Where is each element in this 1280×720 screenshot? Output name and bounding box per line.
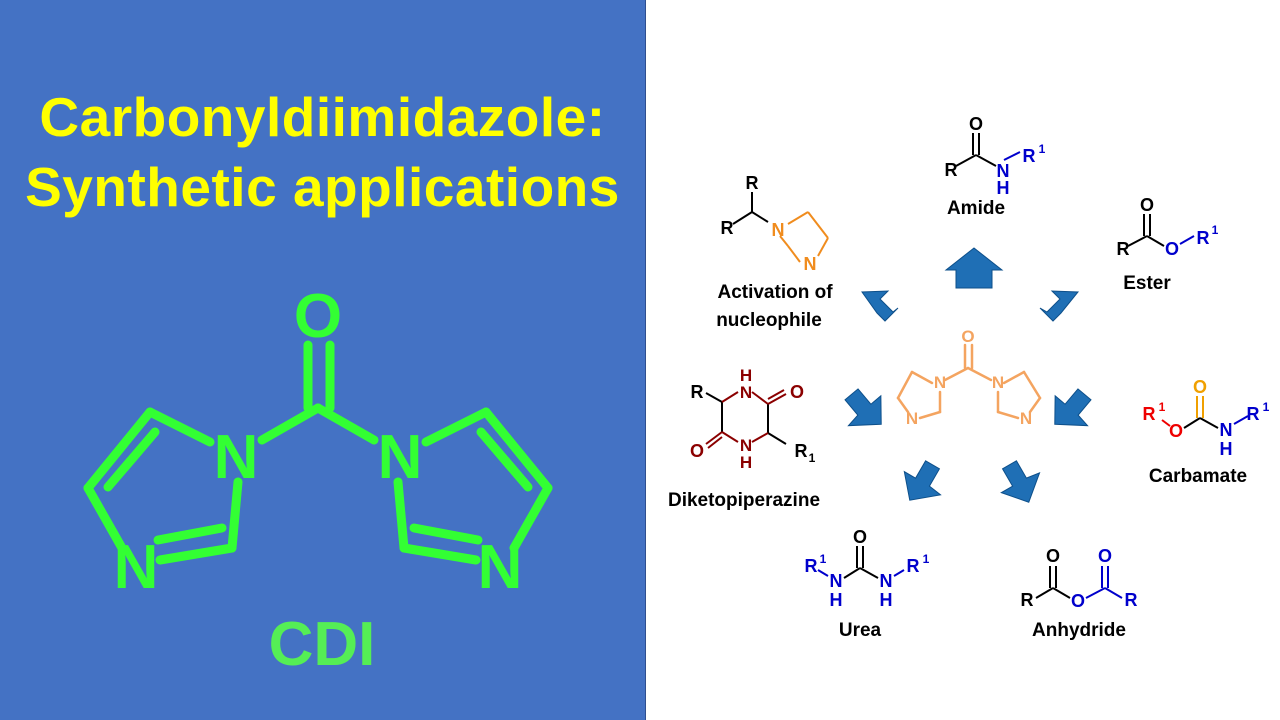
cdi-structure: O N N N N CDI: [83, 282, 553, 679]
svg-text:N: N: [772, 220, 785, 240]
panel-divider: [645, 0, 646, 720]
svg-text:R: R: [1023, 146, 1036, 166]
svg-text:R: R: [795, 441, 808, 461]
svg-text:R: R: [1247, 404, 1260, 424]
ester-structure: O R O R 1: [1117, 195, 1219, 259]
center-cdi-nitrogen-left-ring: N: [906, 409, 918, 428]
urea-structure: O R 1 N H N H R 1: [805, 527, 930, 610]
svg-text:1: 1: [1039, 142, 1046, 156]
diketopiperazine-label: Diketopiperazine: [668, 490, 820, 511]
svg-text:R: R: [805, 556, 818, 576]
svg-text:1: 1: [923, 552, 930, 566]
svg-text:H: H: [740, 366, 752, 385]
svg-text:O: O: [1046, 546, 1060, 566]
svg-text:O: O: [1071, 591, 1085, 611]
svg-text:R: R: [746, 173, 759, 193]
cdi-oxygen-label: O: [294, 282, 342, 351]
activation-structure: R R N N: [721, 173, 829, 274]
title-line-2: Synthetic applications: [25, 156, 620, 218]
carbamate-label: Carbamate: [1149, 466, 1247, 487]
svg-text:1: 1: [1159, 400, 1166, 414]
cdi-nitrogen-label-left-ring: N: [114, 533, 159, 602]
svg-text:O: O: [969, 114, 983, 134]
svg-text:N: N: [740, 436, 752, 455]
cdi-label: CDI: [269, 610, 376, 679]
svg-text:O: O: [1165, 239, 1179, 259]
svg-text:N: N: [830, 571, 843, 591]
amide-label: Amide: [947, 198, 1005, 219]
anhydride-structure: O R O O R: [1021, 546, 1138, 611]
svg-text:R: R: [691, 382, 704, 402]
arrow-to-urea: [903, 460, 942, 501]
center-cdi-nitrogen-right-ring: N: [1020, 409, 1032, 428]
cdi-nitrogen-label-left: N: [214, 423, 259, 492]
anhydride-label: Anhydride: [1032, 620, 1126, 641]
svg-text:H: H: [830, 590, 843, 610]
arrow-to-diketopiperazine: [844, 388, 882, 427]
carbamate-structure: O R 1 O N H R 1: [1143, 377, 1270, 459]
svg-text:O: O: [1193, 377, 1207, 397]
svg-text:1: 1: [1212, 223, 1219, 237]
svg-text:O: O: [1169, 421, 1183, 441]
svg-text:H: H: [740, 453, 752, 472]
svg-text:R: R: [907, 556, 920, 576]
svg-text:R: R: [1197, 228, 1210, 248]
amide-structure: O R N H R 1: [945, 114, 1046, 198]
svg-text:N: N: [880, 571, 893, 591]
svg-text:H: H: [880, 590, 893, 610]
svg-text:R: R: [1117, 239, 1130, 259]
center-cdi-nitrogen-left: N: [934, 373, 946, 392]
activation-label-line1: Activation of: [717, 282, 833, 303]
cdi-nitrogen-label-right-ring: N: [478, 533, 523, 602]
title-line-1: Carbonyldiimidazole:: [39, 86, 606, 148]
svg-text:O: O: [690, 441, 704, 461]
center-cdi-oxygen: O: [961, 327, 974, 346]
arrow-to-amide: [944, 247, 1004, 289]
svg-text:R: R: [1021, 590, 1034, 610]
svg-text:O: O: [853, 527, 867, 547]
cdi-nitrogen-label-right: N: [378, 423, 423, 492]
arrow-to-activation: [861, 290, 899, 322]
arrow-to-anhydride: [1000, 460, 1041, 503]
left-title-panel: [0, 0, 645, 720]
activation-label-line2: nucleophile: [716, 310, 822, 331]
svg-text:1: 1: [1263, 400, 1270, 414]
arrow-to-carbamate: [1054, 388, 1092, 427]
ester-label: Ester: [1123, 273, 1171, 294]
svg-text:O: O: [1140, 195, 1154, 215]
svg-text:1: 1: [809, 451, 816, 465]
svg-text:R: R: [1125, 590, 1138, 610]
svg-text:1: 1: [820, 552, 827, 566]
center-cdi-nitrogen-right: N: [992, 373, 1004, 392]
svg-text:R: R: [721, 218, 734, 238]
diketopiperazine-structure: H N R O O N H R 1: [690, 366, 816, 472]
urea-label: Urea: [839, 620, 882, 641]
svg-text:N: N: [804, 254, 817, 274]
svg-text:R: R: [945, 160, 958, 180]
svg-text:R: R: [1143, 404, 1156, 424]
svg-text:H: H: [1220, 439, 1233, 459]
svg-text:O: O: [1098, 546, 1112, 566]
svg-text:N: N: [740, 383, 752, 402]
svg-text:O: O: [790, 382, 804, 402]
svg-text:N: N: [997, 161, 1010, 181]
arrow-to-ester: [1039, 290, 1080, 322]
center-cdi-structure: O N N N N: [896, 327, 1042, 428]
svg-text:N: N: [1220, 420, 1233, 440]
svg-text:H: H: [997, 178, 1010, 198]
